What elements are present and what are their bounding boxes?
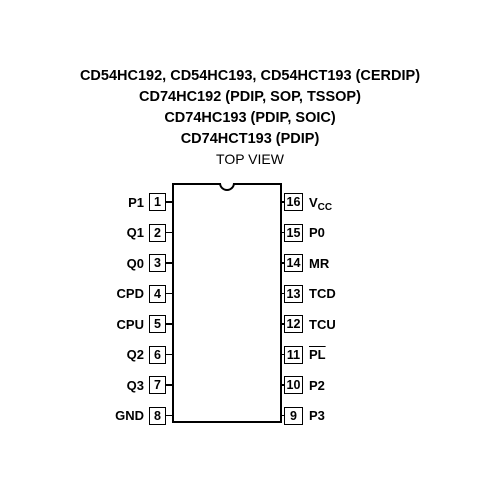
pin-right-row: 13 TCD <box>280 284 336 304</box>
pin-label: P1 <box>128 194 144 210</box>
pin-lead <box>280 323 284 325</box>
pin-lead <box>166 384 172 386</box>
device-line-2: CD74HC192 (PDIP, SOP, TSSOP) <box>139 89 361 105</box>
pin-number: 11 <box>284 345 303 364</box>
pin-label: CPU <box>116 316 144 332</box>
pin-label: Q0 <box>126 255 144 271</box>
pin-label-text: MR <box>309 255 330 271</box>
pin-label-text: P0 <box>309 225 325 240</box>
pin-right-row: 14 MR <box>280 253 329 273</box>
pin-label: TCD <box>303 286 336 301</box>
pin-left-row: Q0 3 <box>94 253 172 273</box>
pin-label: CPD <box>116 286 144 301</box>
pin-lead <box>280 353 284 356</box>
pin-lead <box>166 323 172 325</box>
pin-left-row: Q2 6 <box>94 345 172 365</box>
pin-label: P0 <box>303 225 325 240</box>
pin-number: 3 <box>149 254 166 272</box>
pin-lead <box>280 292 284 295</box>
pin-left-row: Q1 2 <box>94 223 172 243</box>
pin-right-row: 11 PL <box>280 345 326 365</box>
pin-left-row: GND 8 <box>94 406 172 426</box>
device-line-4: CD74HCT193 (PDIP) <box>180 131 320 147</box>
pin-right-row: 15 P0 <box>280 223 325 243</box>
pin-number: 10 <box>284 376 303 394</box>
pin-label-text: V <box>309 194 318 210</box>
pin-number: 5 <box>149 315 166 333</box>
pin-label-text: TCD <box>309 286 336 301</box>
pin-lead <box>280 262 284 264</box>
title-block: CD54HC192, CD54HC193, CD54HCT193 (CERDIP… <box>0 66 500 168</box>
pin-label: P3 <box>303 408 325 423</box>
pin-label: VCC <box>303 194 333 213</box>
pin-number: 15 <box>284 223 303 242</box>
pin-left-row: CPU 5 <box>94 314 172 334</box>
pin-left-row: P1 1 <box>94 192 172 212</box>
pin1-notch <box>219 183 235 191</box>
pin-right-row: 9 P3 <box>280 406 325 426</box>
pin-number: 13 <box>284 284 303 303</box>
view-label: TOP VIEW <box>216 151 284 167</box>
pin-right-row: 10 P2 <box>280 375 325 395</box>
pin-lead <box>280 414 284 417</box>
pin-left-row: CPD 4 <box>94 284 172 304</box>
pin-lead <box>166 231 172 234</box>
pin-label-subscript: CC <box>317 201 333 213</box>
pin-label: P2 <box>303 378 325 393</box>
pin-lead <box>166 262 172 264</box>
pin-number: 8 <box>149 406 166 425</box>
pin-label: GND <box>115 408 144 423</box>
pin-left-row: Q3 7 <box>94 375 172 395</box>
ic-package-body <box>172 183 282 423</box>
device-line-3: CD74HC193 (PDIP, SOIC) <box>164 110 336 126</box>
pin-lead <box>166 353 172 356</box>
device-line-1: CD54HC192, CD54HC193, CD54HCT193 (CERDIP… <box>79 68 421 84</box>
pin-label: MR <box>303 256 329 271</box>
pin-number: 7 <box>149 376 166 394</box>
pin-lead <box>166 414 172 417</box>
pin-label: PL <box>303 347 326 362</box>
pin-label: TCU <box>303 317 336 332</box>
pin-number: 4 <box>149 284 166 303</box>
pin-label: Q3 <box>126 377 144 393</box>
pin-lead <box>166 201 172 203</box>
pin-label-text: PL <box>309 347 326 362</box>
pin-label: Q1 <box>126 225 144 240</box>
pin-lead <box>280 384 284 386</box>
pin-lead <box>280 201 284 203</box>
pin-lead <box>166 292 172 295</box>
pin-right-row: 12 TCU <box>280 314 336 334</box>
pin-number: 9 <box>284 406 303 425</box>
pin-label-text: P3 <box>309 408 325 423</box>
pin-number: 16 <box>284 193 303 211</box>
pin-number: 14 <box>284 254 303 272</box>
pin-lead <box>280 231 284 234</box>
pin-label-text: P2 <box>309 377 325 393</box>
pin-number: 12 <box>284 315 303 333</box>
pin-number: 2 <box>149 223 166 242</box>
pin-number: 6 <box>149 345 166 364</box>
pin-label-text: TCU <box>309 316 336 332</box>
pin-label: Q2 <box>126 347 144 362</box>
pin-number: 1 <box>149 193 166 211</box>
